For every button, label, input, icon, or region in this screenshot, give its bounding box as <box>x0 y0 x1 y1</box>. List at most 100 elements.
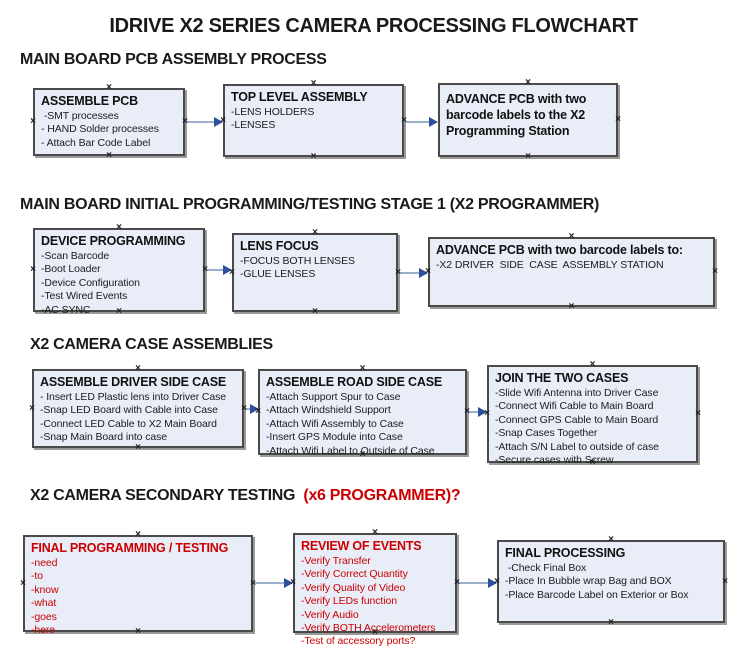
connection-x-icon: × <box>525 77 531 88</box>
box-item: -Test Wired Events <box>41 290 128 303</box>
connection-x-icon: × <box>568 231 575 242</box>
arrowhead-icon <box>284 578 293 588</box>
connection-x-icon: × <box>30 116 36 127</box>
box-title: ASSEMBLE ROAD SIDE CASE <box>266 375 442 389</box>
connection-x-icon: × <box>29 402 35 414</box>
arrowhead-icon <box>429 117 438 127</box>
connection-x-icon: × <box>106 82 112 93</box>
box-items: -need-to-know-what-goes-here <box>31 557 245 637</box>
flow-arrow-2 <box>406 117 438 127</box>
flow-box-device-programming: ×××× DEVICE PROGRAMMING -Scan Barcode-Bo… <box>30 223 208 317</box>
connection-x-icon: × <box>20 577 26 589</box>
connection-x-icon: × <box>310 78 317 89</box>
box-item: - Insert LED Plastic lens into Driver Ca… <box>40 391 227 403</box>
box-item: -Verify Audio <box>301 608 359 621</box>
box-item: -Check Final Box <box>505 562 587 574</box>
box-item: - Attach Bar Code Label <box>41 136 151 149</box>
box-items: -Slide Wifi Antenna into Driver Case-Con… <box>495 387 690 467</box>
box-item: -SMT processes <box>41 110 119 122</box>
box-item: -Insert GPS Module into Case <box>266 431 403 444</box>
flow-box-advance-pcb-programming-station: ××× ADVANCE PCB with two barcode labels … <box>438 78 621 162</box>
box-item: -Attach Support Spur to Case <box>266 391 401 403</box>
connection-x-icon: × <box>312 306 318 317</box>
flow-arrow-6 <box>469 407 487 417</box>
box-title: TOP LEVEL ASSEMBLY <box>231 90 368 104</box>
connection-x-icon: × <box>568 301 575 312</box>
box-item: -Verify LEDs function <box>301 595 397 608</box>
arrowhead-icon <box>223 265 232 275</box>
flow-box-top-level-assembly: ×××× TOP LEVEL ASSEMBLY -LENS HOLDERS-LE… <box>220 79 407 162</box>
box-item: -LENSES <box>231 119 276 132</box>
box-item: -know <box>31 583 59 596</box>
connection-x-icon: × <box>372 527 378 538</box>
box-item: -Attach S/N Label to outside of case <box>495 440 659 453</box>
arrow-line <box>187 121 222 123</box>
box-items: - Insert LED Plastic lens into Driver Ca… <box>40 391 236 445</box>
box-item: -AC SYNC <box>41 303 91 316</box>
box-title: LENS FOCUS <box>240 239 319 253</box>
flow-box-final-processing: ×××× FINAL PROCESSING -Check Final Box-P… <box>494 535 728 628</box>
box-title: DEVICE PROGRAMMING <box>41 234 186 248</box>
connection-x-icon: × <box>589 359 596 370</box>
section-header-text: X2 CAMERA CASE ASSEMBLIES <box>30 336 273 353</box>
connection-x-icon: × <box>359 363 366 374</box>
flow-arrow-7 <box>255 578 293 588</box>
connection-x-icon: × <box>722 575 728 587</box>
box-item: -here <box>31 624 56 637</box>
flow-box-final-programming-testing: ×××× FINAL PROGRAMMING / TESTING -need-t… <box>20 530 256 637</box>
arrowhead-icon <box>488 578 497 588</box>
box-item: -Connect Wifi Cable to Main Board <box>495 400 654 413</box>
box-items: -X2 DRIVER SIDE CASE ASSEMBLY STATION <box>436 259 707 272</box>
connection-x-icon: × <box>30 264 36 275</box>
box-item: -what <box>31 597 57 610</box>
section-header-red-text: (x6 PROGRAMMER)? <box>303 487 461 504</box>
box-items: -FOCUS BOTH LENSES-GLUE LENSES <box>240 255 390 282</box>
page-title: IDRIVE X2 SERIES CAMERA PROCESSING FLOWC… <box>109 15 638 37</box>
arrow-line <box>459 582 496 584</box>
section-header-case-assemblies: X2 CAMERA CASE ASSEMBLIES <box>30 336 273 354</box>
box-item: -Attach Windshield Support <box>266 404 391 417</box>
flow-box-assemble-pcb: ×××× ASSEMBLE PCB -SMT processes- HAND S… <box>30 83 188 161</box>
flow-arrow-8 <box>459 578 497 588</box>
box-title: FINAL PROCESSING <box>505 546 626 560</box>
box-item: -need <box>31 557 58 569</box>
arrowhead-icon <box>250 404 259 414</box>
arrowhead-icon <box>478 407 487 417</box>
arrow-line <box>207 269 231 271</box>
box-item: -LENS HOLDERS <box>231 106 315 118</box>
box-title: ADVANCE PCB with two barcode labels to t… <box>446 92 587 138</box>
connection-x-icon: × <box>135 363 141 374</box>
box-items: -SMT processes- HAND Solder processes- A… <box>41 110 177 150</box>
arrowhead-icon <box>214 117 223 127</box>
connection-x-icon: × <box>525 151 531 162</box>
box-item: -GLUE LENSES <box>240 268 316 281</box>
arrow-line <box>400 272 427 274</box>
box-item: -Test of accessory ports? <box>301 635 416 648</box>
section-header-text: MAIN BOARD INITIAL PROGRAMMING/TESTING S… <box>20 196 600 213</box>
connection-x-icon: × <box>608 534 614 545</box>
box-item: -Place In Bubble wrap Bag and BOX <box>505 575 672 588</box>
box-title: ADVANCE PCB with two barcode labels to: <box>436 243 683 257</box>
box-item: -Scan Barcode <box>41 250 110 262</box>
arrow-line <box>255 582 292 584</box>
section-header-initial-programming: MAIN BOARD INITIAL PROGRAMMING/TESTING S… <box>20 196 599 214</box>
box-item: -Connect GPS Cable to Main Board <box>495 413 659 426</box>
flow-box-review-of-events: ×××× REVIEW OF EVENTS -Verify Transfer-V… <box>290 528 460 648</box>
box-items: -Verify Transfer-Verify Correct Quantity… <box>301 555 449 649</box>
connection-x-icon: × <box>312 227 318 238</box>
box-item: -Place Barcode Label on Exterior or Box <box>505 588 689 601</box>
section-header-text: X2 CAMERA SECONDARY TESTING <box>30 487 304 504</box>
connection-x-icon: × <box>116 222 122 233</box>
connection-x-icon: × <box>106 150 112 161</box>
box-item: - HAND Solder processes <box>41 123 159 136</box>
box-items: -Attach Support Spur to Case-Attach Wind… <box>266 391 459 458</box>
flow-box-assemble-road-side-case: ×××× ASSEMBLE ROAD SIDE CASE -Attach Sup… <box>255 364 470 460</box>
box-item: -Snap LED Board with Cable into Case <box>40 404 218 417</box>
box-title: FINAL PROGRAMMING / TESTING <box>31 541 229 555</box>
arrow-line <box>469 411 486 413</box>
section-header-pcb-assembly: MAIN BOARD PCB ASSEMBLY PROCESS <box>20 51 327 69</box>
box-item: -Attach Wifi Label to Outside of Case <box>266 444 435 457</box>
box-item: -X2 DRIVER SIDE CASE ASSEMBLY STATION <box>436 259 664 271</box>
box-items: -Check Final Box-Place In Bubble wrap Ba… <box>505 562 717 602</box>
